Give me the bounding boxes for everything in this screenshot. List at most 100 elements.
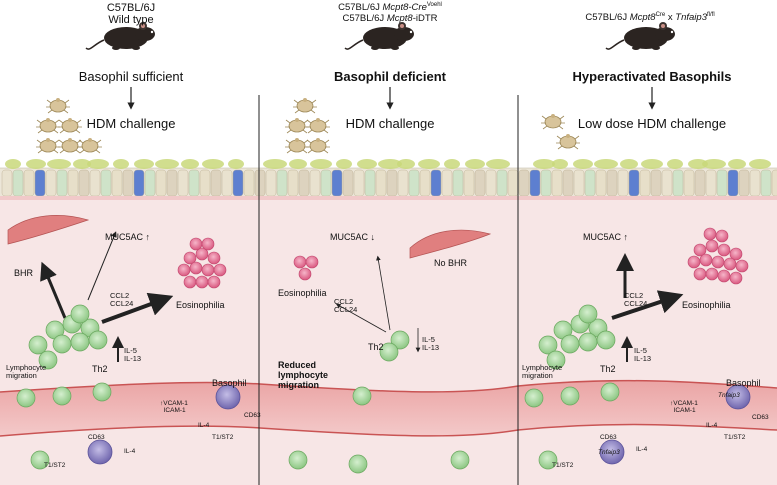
mucus-blob [728, 159, 746, 169]
epithelial-cell [1, 169, 13, 197]
panel1-il4a: IL-4 [198, 422, 210, 429]
epithelial-cell [243, 169, 255, 197]
panel1-basophil: Basophil [212, 378, 247, 388]
panel1-il4b: IL-4 [124, 448, 136, 455]
goblet-cell [529, 169, 541, 197]
panel1-ccl24: CCL24 [110, 299, 134, 309]
epithelial-cell [749, 169, 761, 197]
epithelial-cell [265, 169, 277, 197]
panel2-strain-2b: Mcpt8 [386, 12, 413, 24]
panel3-th2: Th2 [600, 364, 616, 374]
mucus-blob [228, 159, 244, 169]
mucus-blob [181, 159, 199, 169]
panel3-strain-a: C57BL/6J [585, 12, 630, 24]
panel3-condition: Hyperactivated Basophils [572, 69, 732, 84]
mucus-blob [263, 159, 287, 169]
epithelial-cell [463, 169, 475, 197]
epithelial-cell [298, 169, 310, 197]
panel3-icam: ICAM-1 [673, 407, 696, 415]
panel3-adhesion: ↑VCAM-1 ICAM-1 [670, 400, 698, 415]
epithelial-cell [320, 169, 332, 197]
panel1-strain-line1: C57BL/6J [106, 2, 156, 14]
mucus-blob [113, 159, 129, 169]
mucus-blob [573, 159, 593, 169]
panel2-challenge: HDM challenge [345, 116, 435, 131]
panel3-muc5ac: MUC5AC ↑ [583, 232, 629, 242]
epithelial-cell [287, 169, 299, 197]
mucus-blob [594, 159, 618, 169]
panel2-strain-2c: -iDTR [412, 12, 438, 24]
epithelial-cell [45, 169, 57, 197]
epithelial-cell [375, 169, 387, 197]
mucus-blob [87, 159, 109, 169]
epithelial-cell [353, 169, 365, 197]
mucus-blob [26, 159, 46, 169]
epithelial-cell [166, 169, 178, 197]
mucus-blob [357, 159, 377, 169]
epithelial-cell [584, 169, 596, 197]
panel3-il13: IL-13 [634, 354, 652, 364]
smooth-muscle-2 [409, 229, 492, 259]
panel1-lymph-line1: Lymphocyte [6, 363, 47, 372]
epithelial-cell [518, 169, 530, 197]
panel1-cd63b: CD63 [88, 434, 105, 441]
panel2-reduced-3: migration [278, 380, 320, 391]
panel1-muc5ac: MUC5AC ↑ [105, 232, 151, 242]
epithelial-cell [199, 169, 211, 197]
epithelial-cell [540, 169, 552, 197]
panel1-bhr: BHR [14, 268, 34, 278]
panel1-il13: IL-13 [124, 354, 142, 364]
panel3-eosinophilia: Eosinophilia [682, 300, 731, 310]
epithelial-cell [760, 169, 772, 197]
epithelial-cell [56, 169, 68, 197]
panel1-eosinophilia: Eosinophilia [176, 300, 225, 310]
epithelial-cell [111, 169, 123, 197]
panel2-il13: IL-13 [422, 343, 440, 353]
mucus-blob [397, 159, 415, 169]
panel3-il5: IL-5 [634, 346, 647, 355]
epithelial-cell [386, 169, 398, 197]
mucus-blob [702, 159, 726, 169]
panel2-ccl2: CCL2 [334, 297, 354, 306]
panel2-nobhr: No BHR [434, 258, 468, 268]
panel3-tnfaip3-b: Tnfaip3 [598, 449, 620, 456]
epithelial-cell [683, 169, 695, 197]
panel1-vcam: VCAM-1 [163, 400, 188, 407]
mouse-hyper-icon [605, 21, 676, 51]
panel1-condition: Basophil sufficient [78, 69, 184, 84]
hdm-mites-3 [540, 113, 581, 150]
epithelial-cell [452, 169, 464, 197]
panel1-strain: C57BL/6J Wild type [107, 2, 155, 27]
epithelial-cell [144, 169, 156, 197]
panel3-strain-d: Tnfaip3 [675, 12, 707, 24]
epithelial-cell [210, 169, 222, 197]
mucus-blob [202, 159, 224, 169]
epithelial-cell [672, 169, 684, 197]
mucus-blob [641, 159, 663, 169]
basophil-1 [87, 384, 241, 465]
mucus-blob [310, 159, 332, 169]
panel1-strain-line2: Wild type [108, 14, 154, 27]
epithelial-cell [364, 169, 376, 197]
panel3-il4a: IL-4 [706, 422, 718, 429]
panel2-condition: Basophil deficient [334, 69, 446, 84]
panel3-cd63a: CD63 [752, 414, 769, 421]
epithelial-cell [551, 169, 563, 197]
panel3-strain-c: x [665, 12, 676, 24]
panel2-muc5ac-label: MUC5AC [330, 232, 369, 242]
epithelial-cell [89, 169, 101, 197]
epithelial-cell [562, 169, 574, 197]
panel3-ccl2: CCL2 [624, 291, 644, 300]
epithelial-cell [441, 169, 453, 197]
epithelial-cell [188, 169, 200, 197]
panel3-ccl24: CCL24 [624, 299, 648, 309]
mucus-blob [378, 159, 402, 169]
panel3-vcam: VCAM-1 [673, 400, 698, 407]
panel3-strain: C57BL/6J Mcpt8Cre x Tnfaip3fl/fl [585, 12, 714, 24]
epithelial-cell [485, 169, 497, 197]
epithelial-cell [661, 169, 673, 197]
